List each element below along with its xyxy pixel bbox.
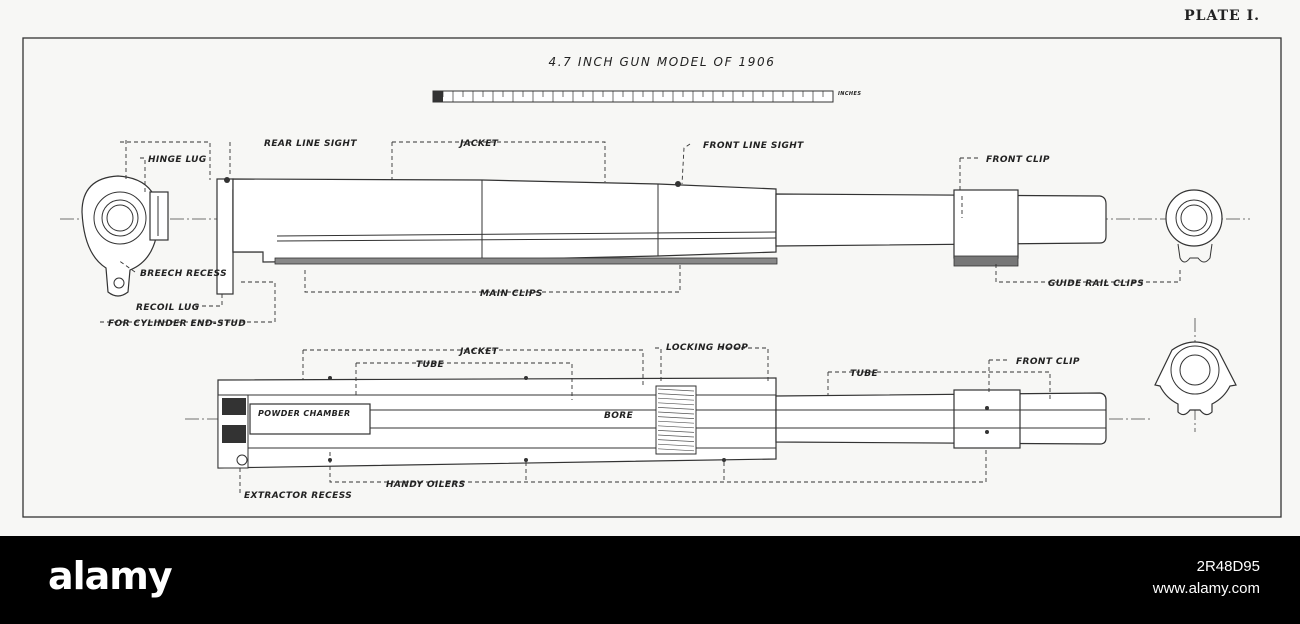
label-hinge-lug: HINGE LUG [148,155,207,165]
hoop-thread-line [657,416,695,419]
hoop-thread-line [657,388,695,392]
muzzle-end-view [1165,189,1223,263]
hoop-thread-line [657,448,695,452]
hoop-thread-line [657,425,695,429]
label-cylinder-end-stud: FOR CYLINDER END-STUD [108,319,246,329]
plate-label: PLATE I. [1184,8,1260,24]
brand-logo: alamy [48,554,173,598]
stock-id: 2R48D95 [1196,558,1260,575]
label-handy-oilers: HANDY OILERS [386,480,466,490]
label-powder-chamber: POWDER CHAMBER [258,409,351,418]
hoop-thread-line [657,402,695,406]
scale-bar [432,90,834,103]
hoop-thread-line [657,443,695,447]
hoop-thread-line [657,434,695,438]
label-locking-hoop: LOCKING HOOP [666,343,748,353]
hoop-thread-line [657,393,695,396]
label-recoil-lug: RECOIL LUG [136,303,200,313]
watermark-footer: alamy 2R48D95 www.alamy.com [0,536,1300,624]
drawing-title: 4.7 INCH GUN MODEL OF 1906 [549,55,776,69]
label-jacket-top: JACKET [458,139,499,149]
drawing-frame [22,37,1282,518]
hoop-thread-line [657,439,695,442]
hoop-thread-line [657,397,695,401]
hoop-thread-line [657,420,695,424]
label-rear-line-sight: REAR LINE SIGHT [264,139,357,149]
label-main-clips: MAIN CLIPS [480,289,543,299]
scale-unit: INCHES [838,91,861,97]
label-bore: BORE [604,411,634,421]
gun-drawing: 4.7 INCH GUN MODEL OF 1906 INCHES [22,37,1282,518]
label-tube-front: TUBE [850,369,879,379]
label-breech-recess: BREECH RECESS [140,269,227,279]
label-front-clip-section: FRONT CLIP [1016,357,1080,367]
breech-end-view [81,175,169,297]
drawing-sheet: PLATE I. 4.7 INCH GUN MODEL OF 1906 INCH… [22,8,1282,518]
site-url: www.alamy.com [1152,580,1260,597]
section-end-view [1154,341,1237,416]
label-jacket-section: JACKET [458,347,499,357]
section-view: JACKET TUBE LOCKING HOOP TUBE FRONT CLIP… [185,318,1237,501]
hoop-thread-line [657,430,695,433]
hoop-thread-line [657,411,695,415]
label-tube-rear: TUBE [416,360,445,370]
label-front-line-sight: FRONT LINE SIGHT [703,141,804,151]
label-guide-rail-clips: GUIDE RAIL CLIPS [1048,279,1144,289]
stock-info: 2R48D95 www.alamy.com [1153,556,1260,600]
top-view: REAR LINE SIGHT HINGE LUG JACKET FRONT L… [60,139,1250,329]
hoop-thread-line [657,407,695,410]
label-extractor-recess: EXTRACTOR RECESS [244,491,352,501]
label-front-clip-top: FRONT CLIP [986,155,1050,165]
